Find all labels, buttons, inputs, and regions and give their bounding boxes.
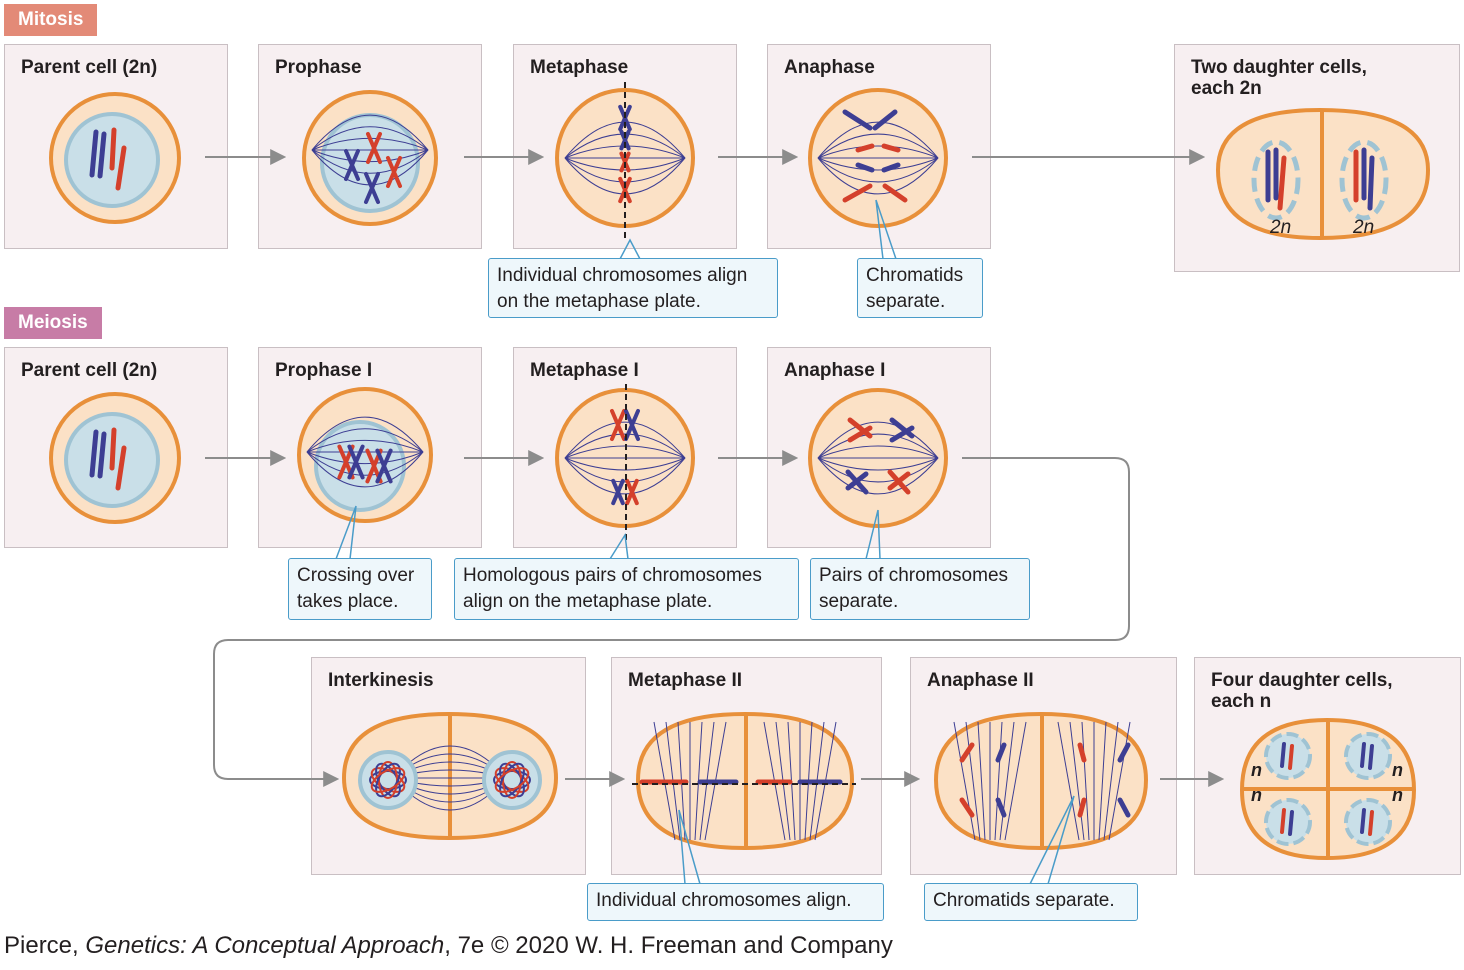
panel-title: Four daughter cells, each n — [1211, 670, 1393, 712]
panel-meiosis-metaphase1: Metaphase I — [513, 347, 737, 548]
panel-mitosis-daughters: Two daughter cells, each 2n — [1174, 44, 1460, 272]
credit-author: Pierce, — [4, 932, 86, 959]
mitosis-tag: Mitosis — [4, 4, 98, 36]
callout-crossing-over: Crossing over takes place. — [288, 558, 432, 620]
panel-title: Parent cell (2n) — [21, 360, 158, 381]
panel-title: Anaphase I — [784, 360, 886, 381]
callout-individual-align: Individual chromosomes align. — [587, 883, 884, 921]
credit-rest: , 7e © 2020 W. H. Freeman and Company — [444, 932, 893, 959]
ploidy-label: 2n — [1270, 217, 1292, 238]
panel-title: Metaphase II — [628, 670, 743, 691]
panel-mitosis-metaphase: Metaphase — [513, 44, 737, 249]
panel-meiosis-interkinesis: Interkinesis — [311, 657, 586, 875]
panel-mitosis-anaphase: Anaphase — [767, 44, 991, 249]
callout-chromatids-separate: Chromatids separate. — [857, 258, 983, 318]
panel-mitosis-parent: Parent cell (2n) — [4, 44, 228, 249]
ploidy-label: n — [1392, 785, 1403, 805]
panel-title: Anaphase — [784, 57, 875, 78]
callout-homologous-pairs: Homologous pairs of chromosomes align on… — [454, 558, 799, 620]
ploidy-label: n — [1251, 785, 1262, 805]
panel-title: Interkinesis — [328, 670, 434, 691]
panel-title: Prophase — [275, 57, 362, 78]
panel-title: Metaphase I — [530, 360, 639, 381]
ploidy-label: n — [1392, 760, 1403, 780]
panel-meiosis-prophase1: Prophase I — [258, 347, 482, 548]
ploidy-label: 2n — [1353, 217, 1375, 238]
callout-chromatids-separate-2: Chromatids separate. — [924, 883, 1138, 921]
panel-meiosis-anaphase1: Anaphase I — [767, 347, 991, 548]
ploidy-label: n — [1251, 760, 1262, 780]
panel-title: Anaphase II — [927, 670, 1034, 691]
panel-meiosis-parent: Parent cell (2n) — [4, 347, 228, 548]
panel-title: Parent cell (2n) — [21, 57, 158, 78]
panel-meiosis-anaphase2: Anaphase II — [910, 657, 1177, 875]
credit-book: Genetics: A Conceptual Approach — [85, 932, 445, 959]
panel-meiosis-daughters: Four daughter cells, each n — [1194, 657, 1461, 875]
panel-title: Prophase I — [275, 360, 373, 381]
panel-title: Two daughter cells, each 2n — [1191, 57, 1367, 99]
credit-line: Pierce, Genetics: A Conceptual Approach,… — [4, 932, 893, 960]
panel-title: Metaphase — [530, 57, 629, 78]
panel-meiosis-metaphase2: Metaphase II — [611, 657, 882, 875]
callout-pairs-separate: Pairs of chromosomes separate. — [810, 558, 1030, 620]
meiosis-tag: Meiosis — [4, 307, 102, 339]
panel-mitosis-prophase: Prophase — [258, 44, 482, 249]
callout-metaphase: Individual chromosomes align on the meta… — [488, 258, 778, 318]
